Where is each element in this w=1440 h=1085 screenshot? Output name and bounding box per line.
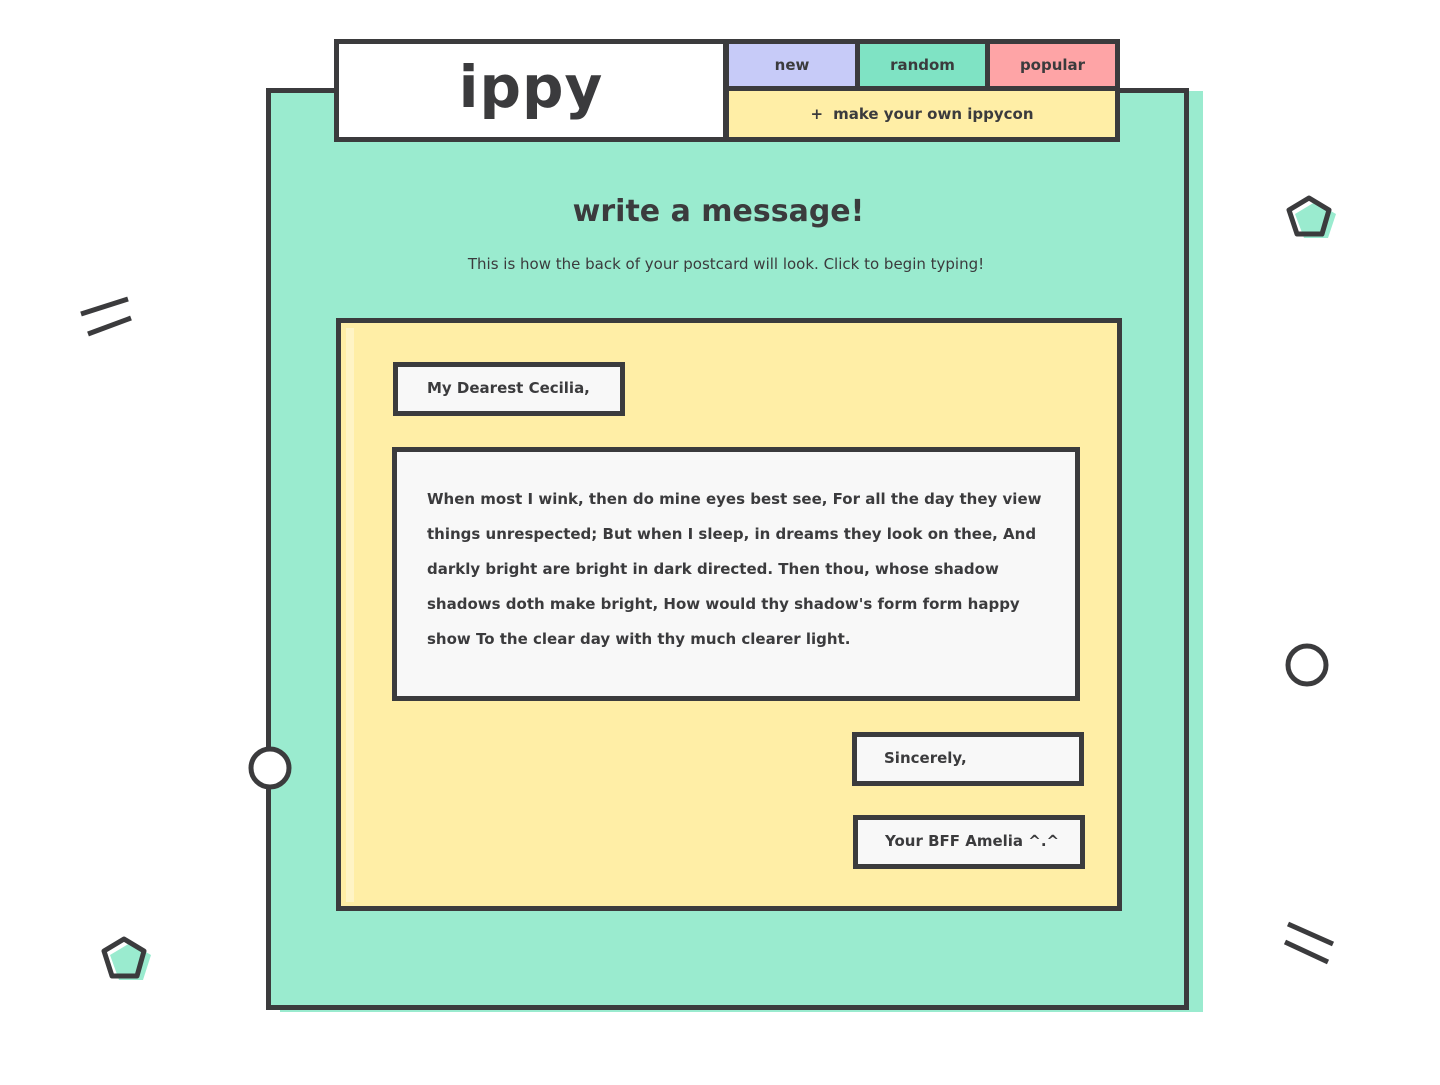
page-title: write a message! [572, 194, 865, 229]
pentagon-icon [1286, 195, 1336, 238]
pentagon-icon [101, 936, 151, 980]
nav-random-button[interactable]: random [855, 39, 990, 91]
page-subtitle: This is how the back of your postcard wi… [467, 255, 985, 273]
make-your-own-button[interactable]: + make your own ippycon [724, 86, 1120, 142]
double-line-icon [80, 296, 132, 337]
make-your-own-label: make your own ippycon [833, 105, 1034, 123]
double-line-icon [1283, 921, 1335, 965]
logo-box[interactable]: ippy [334, 39, 728, 142]
postcard: My Dearest Cecilia, When most I wink, th… [336, 318, 1122, 911]
circle-icon [248, 746, 292, 790]
plus-icon: + [810, 105, 824, 123]
nav-popular-button[interactable]: popular [985, 39, 1120, 91]
closing-field[interactable]: Sincerely, [852, 732, 1084, 786]
postcard-inset [346, 328, 354, 902]
message-body-field[interactable]: When most I wink, then do mine eyes best… [392, 447, 1080, 701]
logo: ippy [458, 52, 604, 121]
signature-field[interactable]: Your BFF Amelia ^.^ [853, 815, 1085, 869]
greeting-field[interactable]: My Dearest Cecilia, [393, 362, 625, 416]
nav-new-button[interactable]: new [724, 39, 860, 91]
circle-icon [1285, 643, 1329, 687]
